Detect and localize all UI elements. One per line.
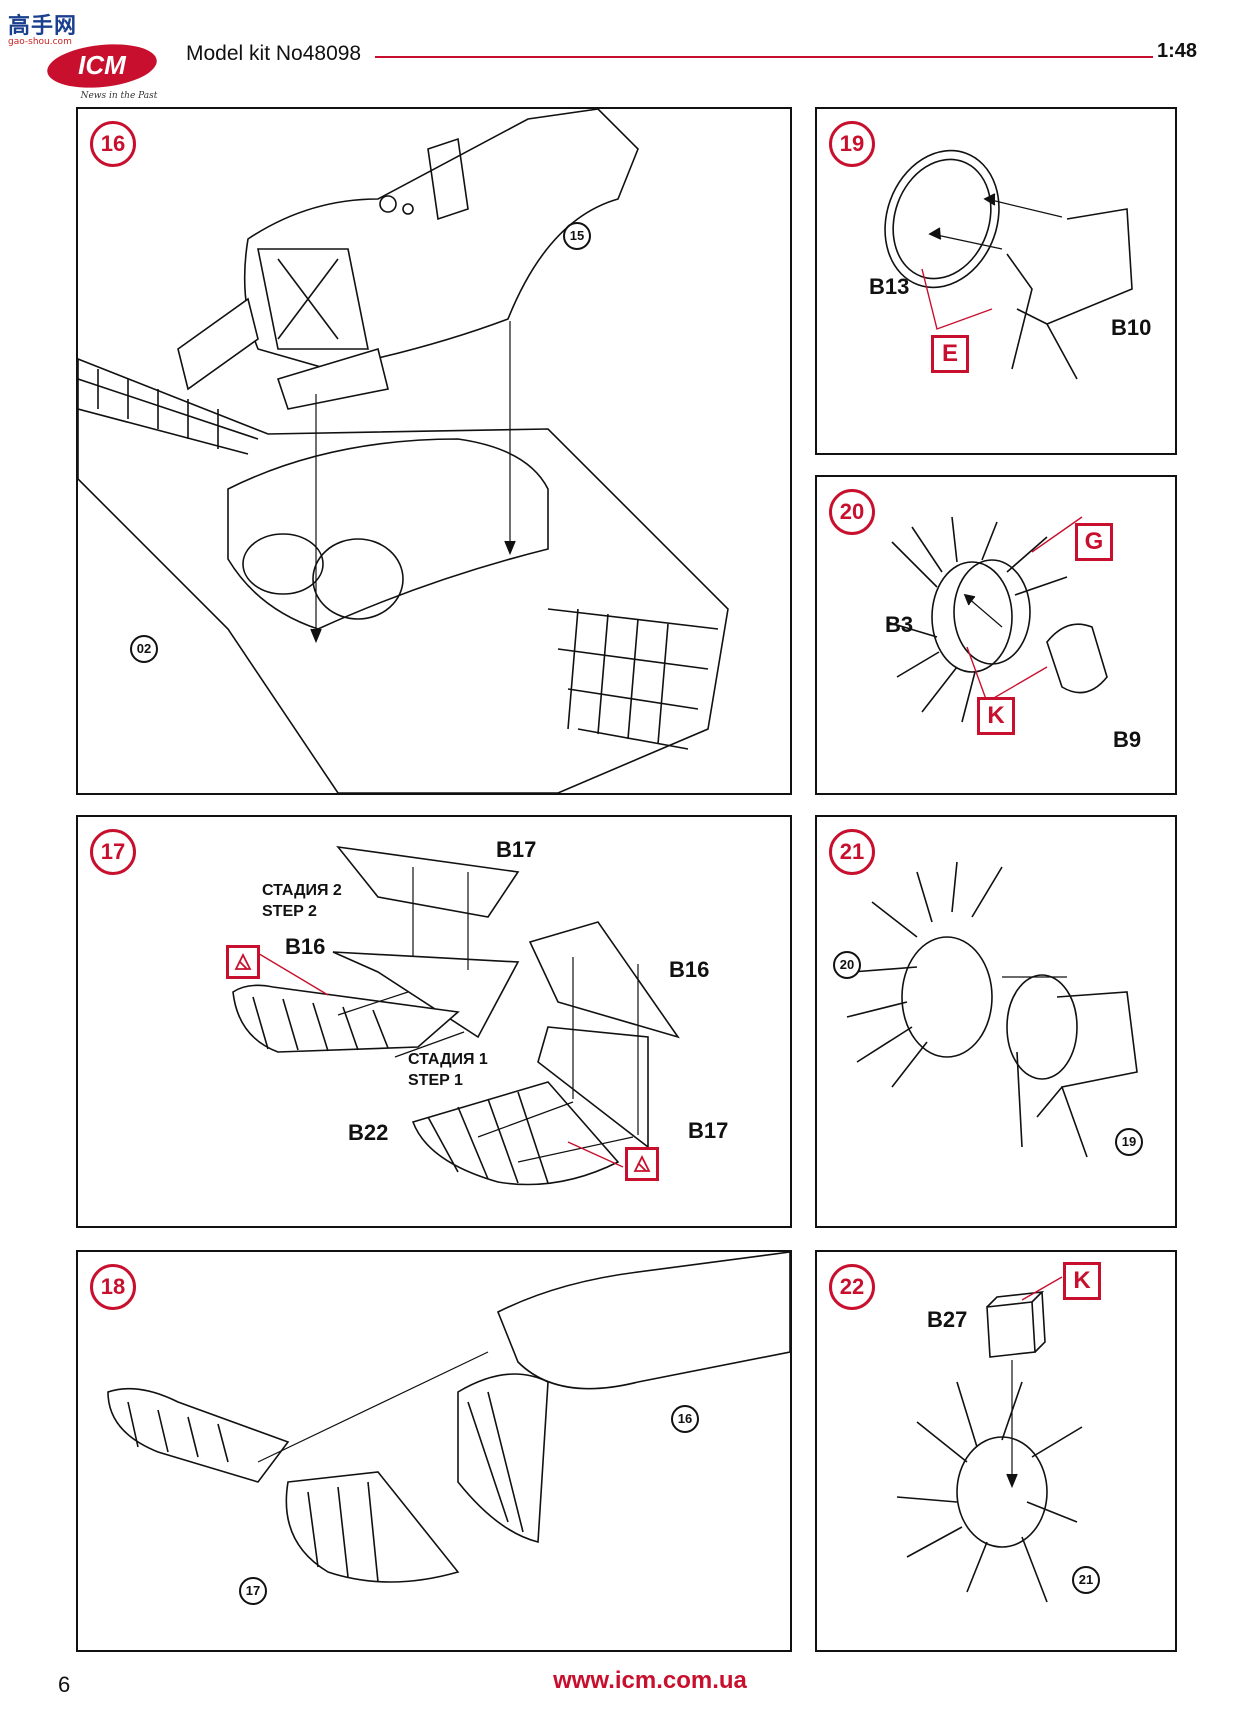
ref-step-17: 17 <box>239 1577 267 1605</box>
logo-mark: ICM <box>78 50 127 80</box>
part-b17-top: B17 <box>496 837 537 862</box>
b3-b9-drawing <box>886 516 1108 723</box>
tail-assembly-drawing <box>107 1252 790 1583</box>
step-17-panel: 17 B17 СТАДИЯ 2 STEP 2 B16 B16 СТАДИЯ 1 … <box>76 815 792 1228</box>
part-b27: B27 <box>927 1307 968 1332</box>
part-b16-right: B16 <box>669 957 710 982</box>
ref-step-15: 15 <box>563 222 591 250</box>
stage-1-ru: СТАДИЯ 1 <box>408 1051 488 1068</box>
stage-2-label: СТАДИЯ 2 STEP 2 <box>262 880 342 922</box>
part-b16-left: B16 <box>285 934 326 959</box>
icm-logo: ICM News in the Past <box>44 38 164 102</box>
glue-icon-left <box>226 945 260 979</box>
ref-step-20: 20 <box>833 951 861 979</box>
ref-step-02: 02 <box>130 635 158 663</box>
paint-code-e: E <box>931 335 969 373</box>
website-link[interactable]: www.icm.com.ua <box>553 1667 747 1694</box>
step-number: 16 <box>90 121 136 167</box>
stage-1-en: STEP 1 <box>408 1072 463 1089</box>
ref-step-19: 19 <box>1115 1128 1143 1156</box>
ref-step-21: 21 <box>1072 1566 1100 1594</box>
page-number: 6 <box>58 1672 71 1697</box>
stage-1-label: СТАДИЯ 1 STEP 1 <box>408 1049 488 1091</box>
watermark-sub: gao-shou.com <box>8 37 72 47</box>
glue-icon-right <box>625 1147 659 1181</box>
engine-assembly-drawing <box>846 861 1138 1158</box>
part-b10: B10 <box>1111 315 1152 340</box>
step-18-panel: 18 16 17 <box>76 1250 792 1652</box>
scale-label: 1:48 <box>1157 40 1198 62</box>
stage-2-ru: СТАДИЯ 2 <box>262 882 342 899</box>
step-21-panel: 21 20 19 <box>815 815 1177 1228</box>
paint-code-g: G <box>1075 523 1113 561</box>
part-b3: B3 <box>885 612 914 637</box>
step-number: 17 <box>90 829 136 875</box>
step-20-panel: 20 B3 B9 G K <box>815 475 1177 795</box>
watermark-main: 高手网 <box>8 14 78 39</box>
step-22-panel: 22 B27 K 21 <box>815 1250 1177 1652</box>
paint-code-k: K <box>1063 1262 1101 1300</box>
b27-drawing <box>896 1276 1083 1603</box>
step-number: 20 <box>829 489 875 535</box>
part-b9: B9 <box>1113 727 1142 752</box>
watermark: 高手网 gao-shou.com <box>8 8 77 47</box>
stage-2-en: STEP 2 <box>262 903 317 920</box>
step-number: 19 <box>829 121 875 167</box>
paint-code-k: K <box>977 697 1015 735</box>
part-b22: B22 <box>348 1120 389 1145</box>
step-number: 18 <box>90 1264 136 1310</box>
step-number: 21 <box>829 829 875 875</box>
logo-tagline: News in the Past <box>80 91 158 101</box>
stabilizer-assembly-drawing <box>232 845 680 1186</box>
model-kit-title: Model kit No48098 <box>186 42 362 65</box>
fuselage-wing-drawing <box>78 109 729 793</box>
b13-b10-drawing <box>884 149 1133 380</box>
step-19-panel: 19 B13 B10 E <box>815 107 1177 455</box>
part-b17-right: B17 <box>688 1118 729 1143</box>
step-16-panel: 16 15 02 <box>76 107 792 795</box>
header-rule <box>375 56 1153 58</box>
step-number: 22 <box>829 1264 875 1310</box>
ref-step-16: 16 <box>671 1405 699 1433</box>
part-b13: B13 <box>869 274 910 299</box>
